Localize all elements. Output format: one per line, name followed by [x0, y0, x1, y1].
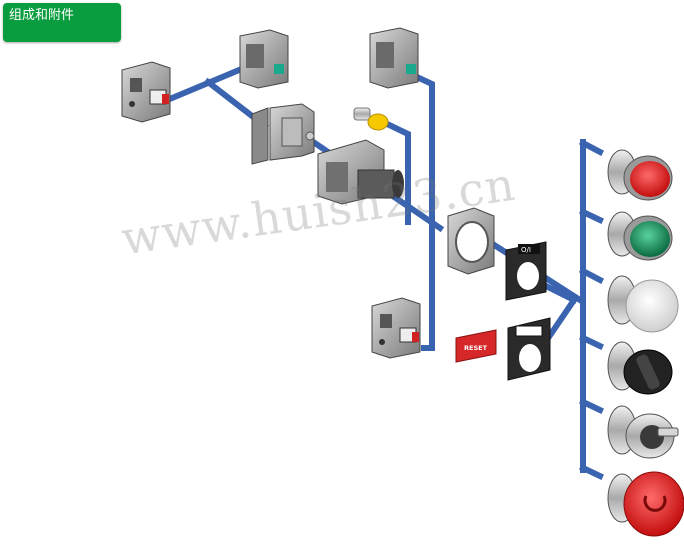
selector-switch-icon: [607, 341, 673, 395]
contact-block-icon: [371, 297, 421, 359]
reset-label: RESET: [464, 344, 488, 352]
section-title: 组成和附件: [3, 3, 121, 42]
key-switch-icon: [607, 405, 679, 459]
contact-block-icon: [121, 61, 171, 123]
reset-plate: RESET: [455, 329, 497, 363]
nameplate-icon: O/I: [505, 241, 547, 301]
mushroom-button-white-icon: [607, 275, 679, 333]
flush-pushbutton-green-icon: [607, 211, 673, 261]
legend-plate-label: O/I: [521, 246, 531, 254]
mounting-collar-icon: [447, 207, 495, 275]
adapter-bracket-icon: [317, 139, 404, 205]
adapter-bracket-icon: [251, 103, 315, 165]
nameplate-icon: [507, 317, 551, 381]
flush-pushbutton-red-icon: [607, 149, 673, 201]
lamp-holder-icon: [369, 27, 419, 89]
lamp-holder-icon: [239, 29, 289, 89]
emergency-stop-icon: [607, 471, 684, 537]
led-bulb-icon: [353, 107, 389, 131]
